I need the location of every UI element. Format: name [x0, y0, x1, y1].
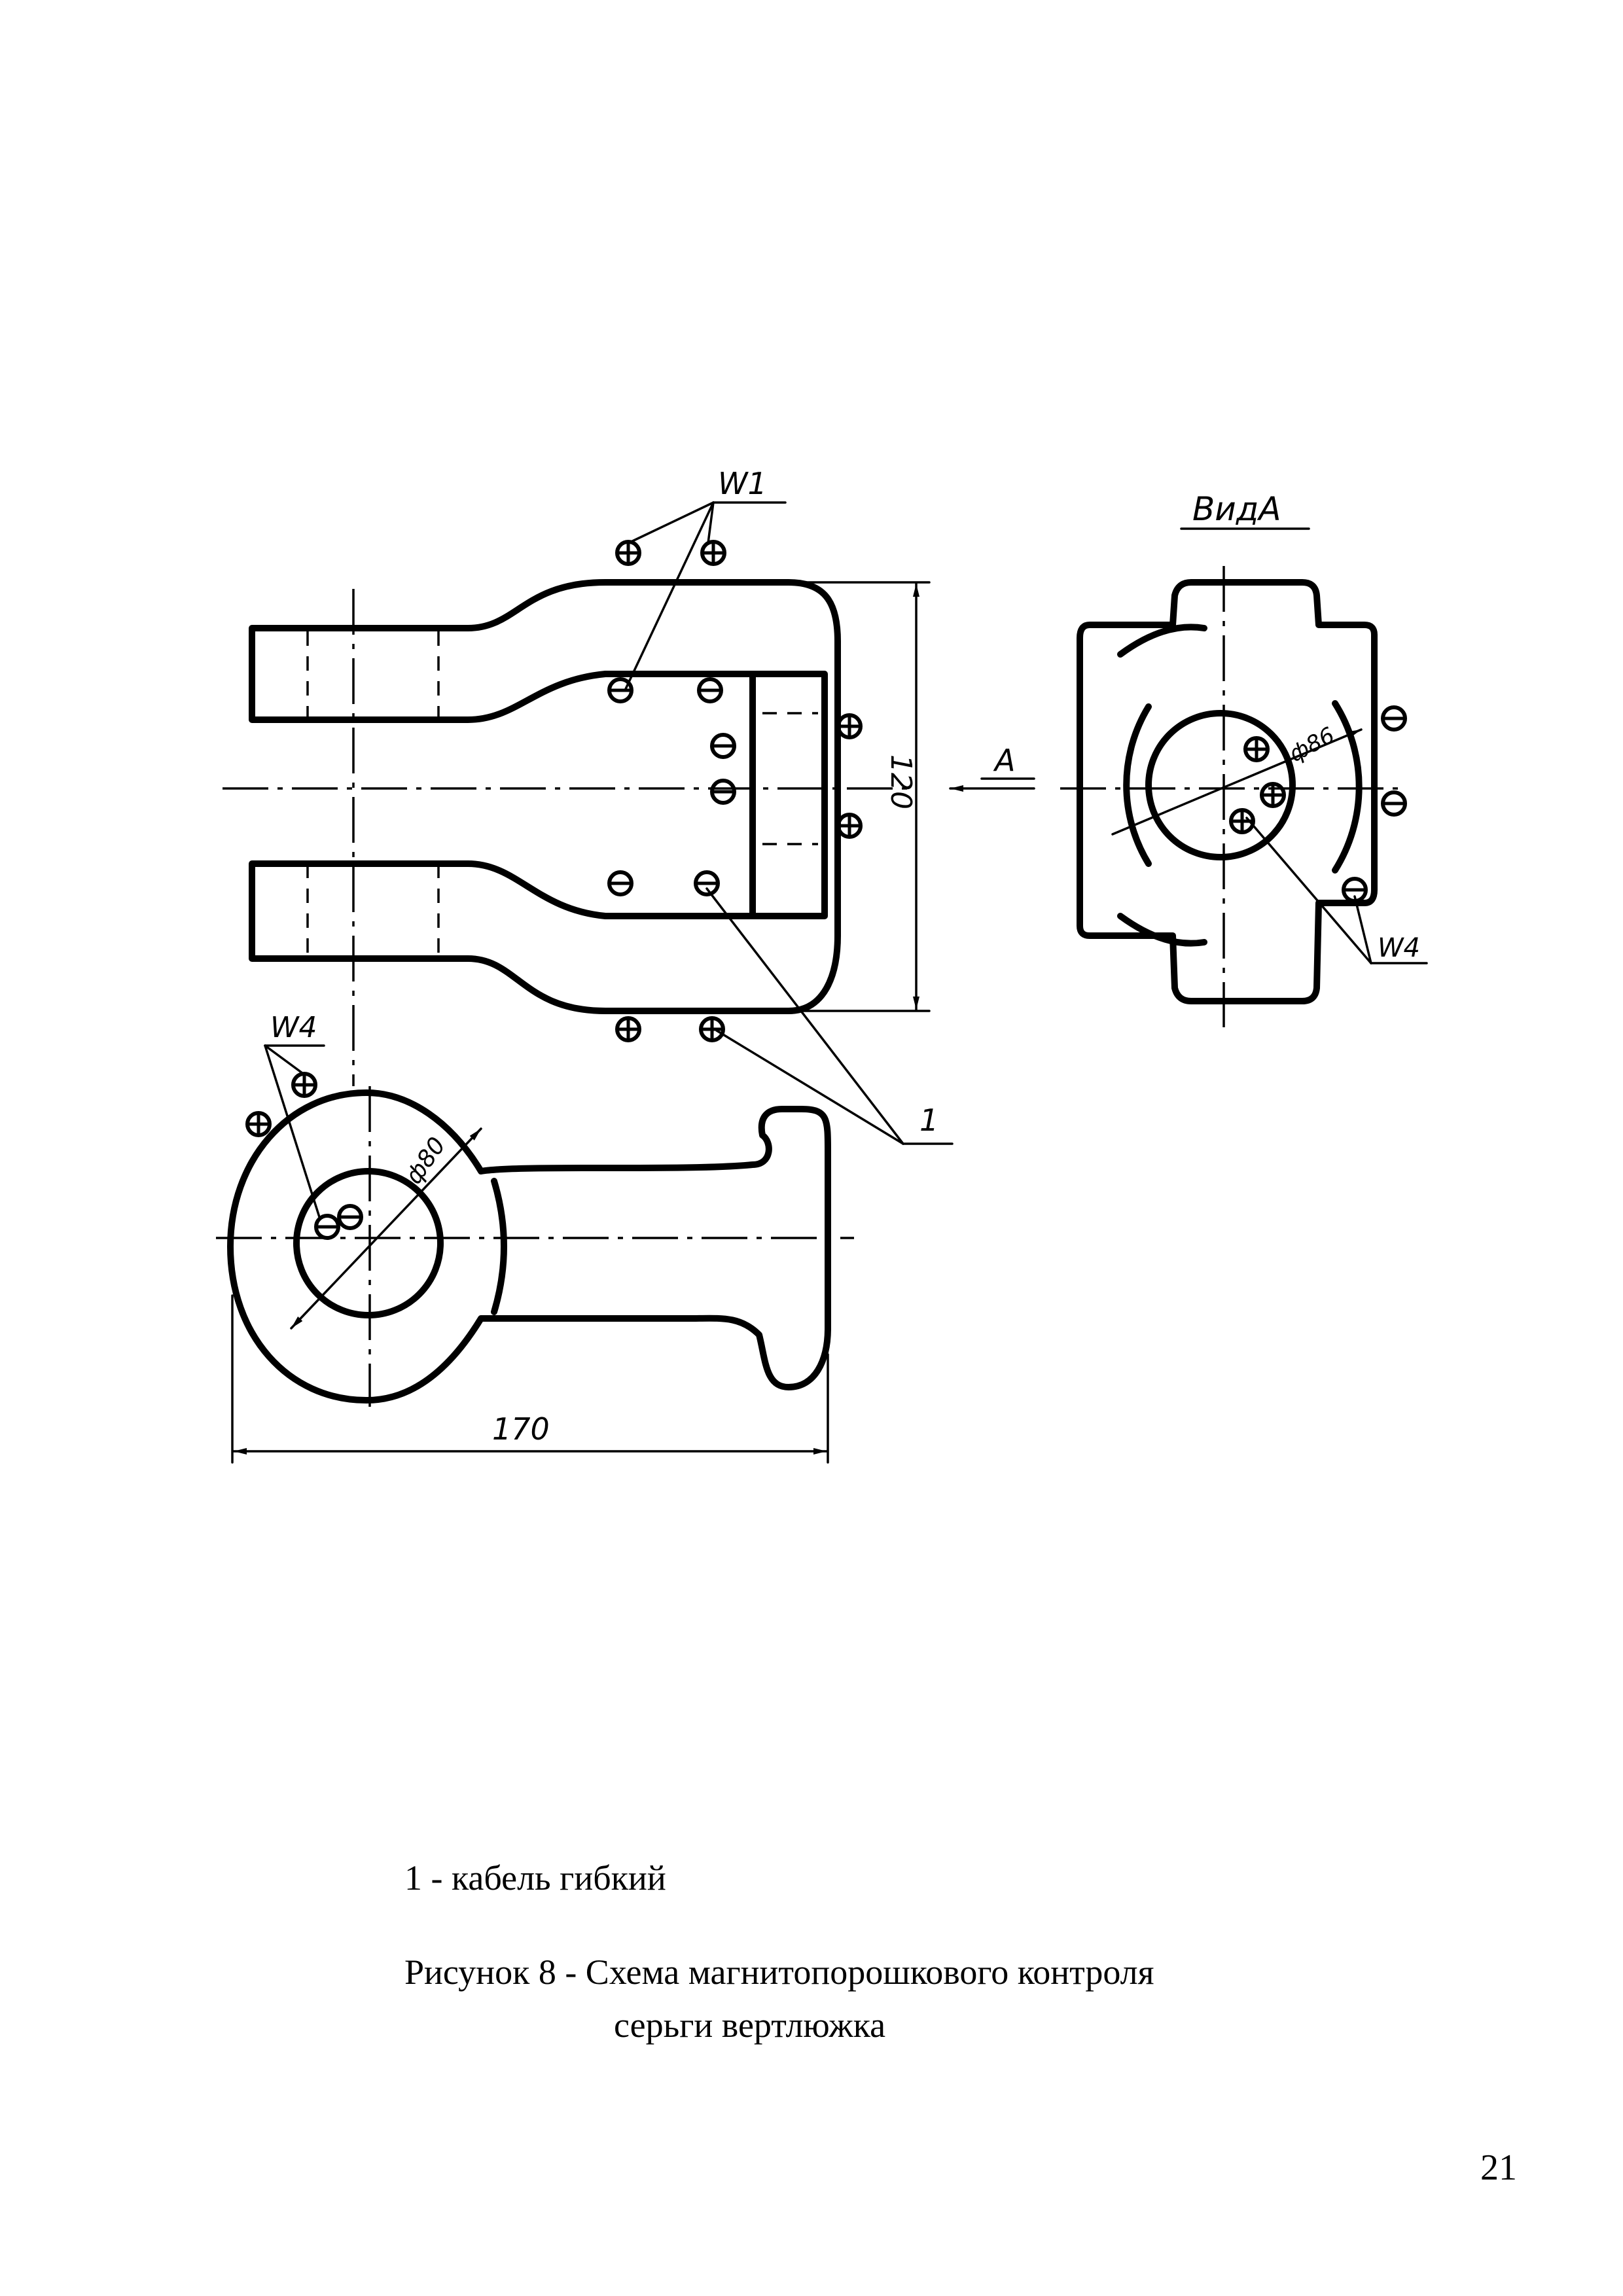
- leader-line: [1353, 895, 1372, 964]
- label-w4-view: W4: [1378, 933, 1420, 963]
- current-in-symbol: [1229, 808, 1255, 834]
- figure-caption-line-2: серьги вертлюжка: [614, 2005, 886, 2045]
- current-in-symbol: [245, 1111, 272, 1137]
- current-out-symbol: [1342, 877, 1368, 903]
- eye-outline: [227, 1089, 831, 1404]
- dimension-height: 120: [884, 754, 918, 809]
- leader-line: [624, 501, 715, 692]
- current-out-symbol: [1381, 790, 1407, 817]
- current-in-symbol: [615, 540, 641, 566]
- label-arrow-a: A: [993, 743, 1015, 778]
- current-out-symbol: [697, 677, 723, 703]
- current-out-symbol: [314, 1214, 340, 1240]
- view-a-arc: [1117, 624, 1207, 658]
- view-a-bore: [1145, 710, 1296, 860]
- label-cable: 1: [919, 1103, 938, 1138]
- current-in-symbol: [1260, 782, 1286, 808]
- leader-line: [264, 1044, 321, 1218]
- view-a-outline: [1077, 579, 1378, 1004]
- top-view: 120 W1 A: [223, 466, 1035, 1086]
- view-a-arc: [1332, 700, 1363, 874]
- view-a-arc: [1117, 913, 1207, 947]
- current-in-symbol: [700, 540, 726, 566]
- current-in-symbol: [291, 1072, 317, 1098]
- leader-line: [705, 887, 904, 1145]
- technical-drawing: 120 W1 A ВидА ф86 W4: [216, 466, 1428, 1464]
- current-out-symbol: [607, 677, 633, 703]
- current-in-symbol: [836, 713, 863, 739]
- current-out-symbol: [337, 1204, 363, 1230]
- current-out-symbol: [710, 779, 736, 805]
- current-in-symbol: [836, 813, 863, 839]
- current-in-symbol: [699, 1016, 725, 1042]
- leader-line: [715, 1029, 904, 1145]
- page-number: 21: [1480, 2147, 1517, 2188]
- label-w4-bottom: W4: [270, 1011, 317, 1044]
- current-in-symbol: [1243, 736, 1270, 762]
- label-w1: W1: [718, 466, 767, 501]
- view-a: ВидА ф86 W4: [1060, 490, 1428, 1027]
- eye-arc: [491, 1178, 507, 1315]
- leader-line: [707, 501, 715, 544]
- current-symbols: [245, 540, 1407, 1240]
- current-in-symbol: [615, 1016, 641, 1042]
- label-view-a: ВидА: [1192, 490, 1281, 528]
- figure-caption: Рисунок 8 - Схема магнитопорошкового кон…: [404, 1952, 1154, 1992]
- dimension-line: [1111, 728, 1363, 836]
- dimension-length: 170: [492, 1411, 550, 1447]
- fork-outline: [249, 579, 841, 1014]
- current-out-symbol: [607, 870, 633, 896]
- bottom-view: ф80 170 W4 1: [216, 887, 954, 1464]
- view-a-arc: [1123, 703, 1152, 867]
- leader-line: [264, 1044, 304, 1074]
- current-out-symbol: [710, 733, 736, 759]
- legend-text: 1 - кабель гибкий: [404, 1858, 666, 1898]
- leader-line: [1245, 817, 1372, 964]
- dimension-diameter-view: ф86: [1285, 722, 1339, 768]
- current-out-symbol: [694, 870, 720, 896]
- current-out-symbol: [1381, 705, 1407, 732]
- leader-line: [627, 501, 715, 544]
- dimension-line: [290, 1127, 482, 1330]
